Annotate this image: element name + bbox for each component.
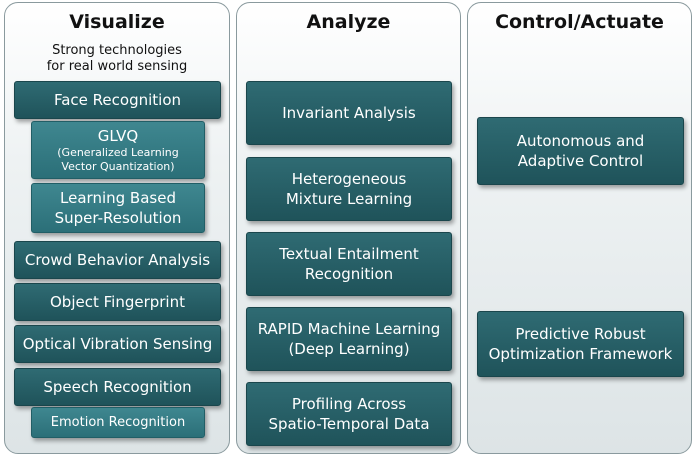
visualize-panel: Visualize Strong technologies for real w… <box>4 2 230 454</box>
object-fingerprint-box: Object Fingerprint <box>14 283 221 321</box>
glvq-box: GLVQ (Generalized Learning Vector Quanti… <box>31 121 205 179</box>
emotion-recognition-box: Emotion Recognition <box>31 407 205 438</box>
control-actuate-title: Control/Actuate <box>495 11 664 33</box>
analyze-panel: Analyze Invariant Analysis Heterogeneous… <box>236 2 461 454</box>
super-resolution-box: Learning Based Super-Resolution <box>31 183 205 233</box>
crowd-behavior-analysis-box: Crowd Behavior Analysis <box>14 241 221 279</box>
profiling-spatio-temporal-box: Profiling Across Spatio-Temporal Data <box>246 382 452 446</box>
visualize-subtitle: Strong technologies for real world sensi… <box>46 43 188 74</box>
visualize-title: Visualize <box>69 11 165 33</box>
speech-recognition-box: Speech Recognition <box>14 368 221 406</box>
control-actuate-panel: Control/Actuate Autonomous and Adaptive … <box>467 2 692 454</box>
analyze-title: Analyze <box>306 11 391 33</box>
predictive-robust-optimization-box: Predictive Robust Optimization Framework <box>477 311 684 377</box>
textual-entailment-recognition-box: Textual Entailment Recognition <box>246 232 452 296</box>
face-recognition-box: Face Recognition <box>14 81 221 119</box>
invariant-analysis-box: Invariant Analysis <box>246 81 452 145</box>
heterogeneous-mixture-learning-box: Heterogeneous Mixture Learning <box>246 157 452 221</box>
autonomous-adaptive-control-box: Autonomous and Adaptive Control <box>477 117 684 185</box>
rapid-machine-learning-box: RAPID Machine Learning (Deep Learning) <box>246 307 452 371</box>
optical-vibration-sensing-box: Optical Vibration Sensing <box>14 325 221 363</box>
